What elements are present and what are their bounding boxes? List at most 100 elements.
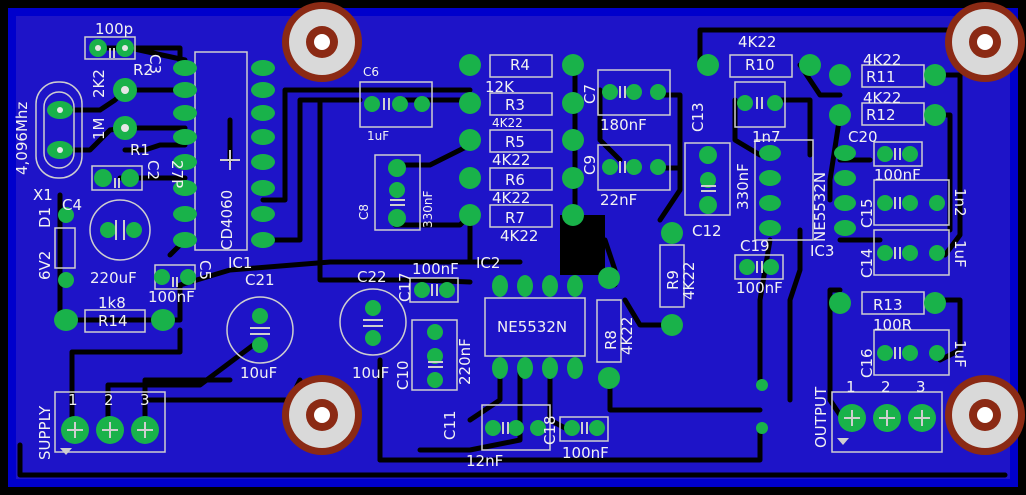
c19-label: C19 — [740, 237, 770, 255]
r5-value-label: 4K22 — [492, 151, 530, 169]
c14-value-label: 1uF — [951, 240, 969, 268]
mount-hole-bottom-left — [282, 375, 362, 455]
r5-label: R5 — [505, 133, 525, 151]
r2-value-label: 2K2 — [90, 69, 108, 98]
ic3-label: IC3 — [810, 242, 834, 260]
r6-value-label: 4K22 — [492, 189, 530, 207]
ic3-outline — [754, 139, 814, 241]
c12-label: C12 — [692, 222, 722, 240]
ic3-chip-label: NE5532N — [811, 172, 829, 242]
c20-value-label: 100nF — [874, 166, 921, 184]
output-label: OUTPUT — [812, 386, 830, 448]
r10-label: R10 — [745, 56, 775, 74]
c13-label: C13 — [689, 102, 707, 132]
output-pin1-label: 1 — [846, 378, 856, 396]
output-terminal-outline — [831, 391, 943, 453]
mount-hole-bottom-right — [945, 375, 1025, 455]
r9-value-label: 4K22 — [680, 262, 698, 300]
c13-value-label: 1n7 — [752, 128, 781, 146]
c17-value-label: 100nF — [412, 260, 459, 278]
c12-value-label: 330nF — [734, 163, 752, 210]
c4-outline — [89, 199, 151, 261]
ic2-chip-label: NE5532N — [497, 318, 567, 336]
c10-label: C10 — [394, 360, 412, 390]
r11-label: R11 — [866, 68, 896, 86]
r1-value-label: 1M — [90, 118, 108, 141]
r6-label: R6 — [505, 171, 525, 189]
c11-label: C11 — [441, 410, 459, 440]
r8-value-label: 4K22 — [618, 317, 636, 355]
supply-terminal-outline — [54, 391, 166, 453]
c19-value-label: 100nF — [736, 279, 783, 297]
capacitor-symbols — [109, 48, 901, 434]
crystal-value-label: 4,096Mhz — [13, 102, 31, 175]
crystal-x1-outline — [35, 81, 83, 179]
c5-label: C5 — [196, 260, 214, 280]
c21-label: C21 — [245, 271, 275, 289]
c9-label: C9 — [581, 155, 599, 175]
r13-label: R13 — [873, 296, 903, 314]
c7-label: C7 — [581, 84, 599, 104]
mount-hole-top-left — [282, 2, 362, 82]
d1-value-label: 6V2 — [36, 251, 54, 280]
c20-label: C20 — [848, 128, 878, 146]
supply-label: SUPPLY — [36, 405, 54, 460]
c17-label: C17 — [396, 272, 414, 302]
c2-label: C2 — [144, 160, 162, 180]
r2-label: R2 — [133, 61, 153, 79]
c4-value-label: 220uF — [90, 269, 137, 287]
supply-pin2-label: 2 — [104, 391, 114, 409]
c16-value-label: 1uF — [951, 340, 969, 368]
d1-label: D1 — [36, 207, 54, 228]
ic1-label: IC1 — [228, 254, 252, 272]
ic1-chip-label: CD4060 — [218, 190, 236, 250]
ic2-outline — [484, 297, 586, 357]
x1-label: X1 — [33, 186, 53, 204]
c4-label: C4 — [62, 196, 82, 214]
r9-label: R9 — [664, 270, 682, 290]
c15-value-label: 1n2 — [951, 188, 969, 217]
r12-label: R12 — [866, 106, 896, 124]
c3-value-label: 100p — [95, 20, 133, 38]
c11-value-label: 12nF — [466, 452, 503, 470]
copper-clearance — [560, 215, 605, 275]
output-pin3-label: 3 — [916, 378, 926, 396]
c7-value-label: 180nF — [600, 116, 647, 134]
component-outlines — [35, 36, 950, 453]
c6-value-label: 1uF — [367, 129, 389, 143]
c8-value-label: 330nF — [421, 190, 435, 228]
c14-label: C14 — [858, 248, 876, 278]
ic2-label: IC2 — [476, 254, 500, 272]
c22-label: C22 — [357, 268, 387, 286]
c18-label: C18 — [541, 415, 559, 445]
supply-pin1-label: 1 — [68, 391, 78, 409]
r7-label: R7 — [505, 209, 525, 227]
ic1-outline — [194, 51, 248, 251]
c21-outline — [226, 296, 294, 364]
r14-label: R14 — [98, 312, 128, 330]
r3-label: R3 — [505, 96, 525, 114]
c5-value-label: 100nF — [148, 288, 195, 306]
supply-terminal-block[interactable] — [60, 416, 159, 455]
silkscreen-labels: 100p C3 R2 2K2 1M R1 4,096Mhz X1 C2 27P … — [13, 20, 969, 470]
c8-label: C8 — [357, 204, 371, 220]
output-pin2-label: 2 — [881, 378, 891, 396]
r1-label: R1 — [130, 141, 150, 159]
c16-label: C16 — [858, 348, 876, 378]
r3-value-label: 4K22 — [492, 116, 523, 130]
r4-label: R4 — [510, 56, 530, 74]
r4-value-label: 12K — [485, 78, 515, 96]
c21-value-label: 10uF — [240, 364, 277, 382]
output-terminal-block[interactable] — [837, 404, 936, 445]
c3-label: C3 — [146, 54, 164, 74]
c9-value-label: 22nF — [600, 191, 637, 209]
c2-value-label: 27P — [168, 160, 186, 188]
mount-hole-top-right — [945, 2, 1025, 82]
r14-value-label: 1k8 — [98, 294, 126, 312]
supply-pin3-label: 3 — [140, 391, 150, 409]
c15-label: C15 — [858, 198, 876, 228]
r12-value-label: 4K22 — [863, 89, 901, 107]
c6-label: C6 — [363, 65, 379, 79]
r8-label: R8 — [602, 330, 620, 350]
